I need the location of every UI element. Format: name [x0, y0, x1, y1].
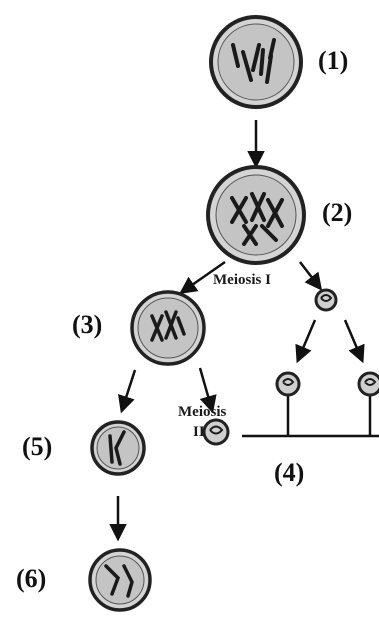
polar-body-1	[314, 288, 338, 312]
stage-2-label: (2)	[322, 198, 353, 227]
stage-3-label: (3)	[72, 310, 103, 339]
stage-6-label: (6)	[16, 564, 47, 593]
polar-body-2a	[275, 371, 301, 397]
arrow-3-to-5	[118, 369, 137, 414]
arrow-polar-1-left	[295, 319, 317, 364]
arrow-2-to-3	[179, 260, 226, 295]
cell-2-chromosomes	[230, 192, 284, 246]
stage-5-label: (5)	[22, 432, 53, 461]
arrow-2-to-polar-body	[299, 261, 323, 291]
cell-3	[130, 290, 206, 366]
cell-1	[209, 15, 303, 109]
meiosis-2-numeral-label: II	[193, 424, 205, 440]
polar-body-3	[202, 418, 230, 446]
cell-6-chromosomes	[104, 564, 134, 598]
arrow-polar-1-right	[343, 319, 365, 364]
cell-1-chromosomes	[231, 38, 276, 84]
meiosis-1-label: Meiosis I	[213, 272, 271, 288]
stage-4-label: (4)	[274, 458, 305, 487]
polar-bodies-bracket	[242, 396, 379, 438]
polar-body-2b	[357, 371, 379, 397]
cell-6	[88, 548, 152, 612]
cell-3-chromosomes	[150, 310, 186, 342]
arrow-3-to-polar-body-3	[198, 367, 217, 414]
meiosis-2-word-label: Meiosis	[178, 404, 227, 420]
cell-5	[90, 420, 146, 476]
cell-5-chromosomes	[108, 430, 126, 466]
stage-1-label: (1)	[318, 46, 349, 75]
cell-2	[206, 165, 306, 265]
